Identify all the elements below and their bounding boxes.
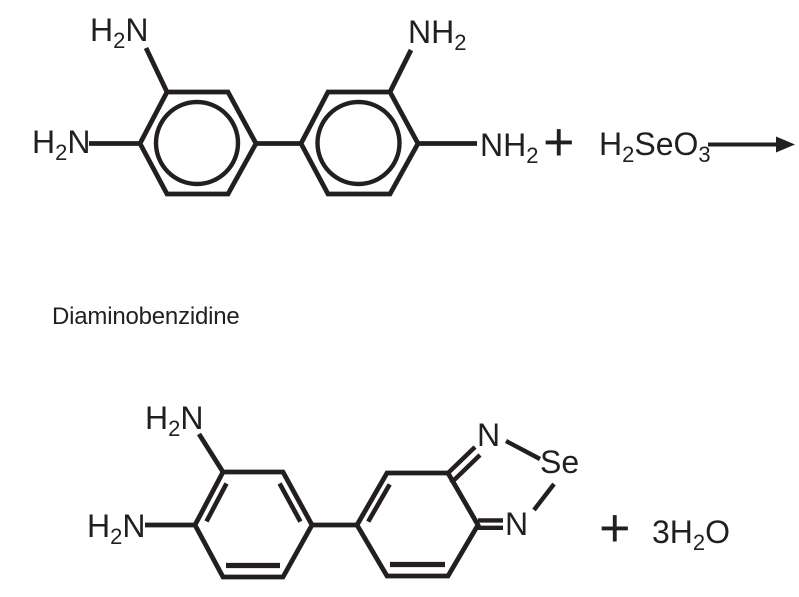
reactant-amine-label-top-right: NH2 xyxy=(408,14,467,55)
product-carbon-nitrogen-double-bond-top-a xyxy=(444,445,477,477)
product-fused-ring-double-bond-upper-left xyxy=(366,483,392,523)
reactant-name-label: Diaminobenzidine xyxy=(52,303,240,330)
product-amine-label-top: H2N xyxy=(145,400,204,441)
product-fused-benzene-ring xyxy=(354,470,481,579)
product-nitrogen-selenium-bond-top xyxy=(504,439,542,461)
reaction-arrow-head xyxy=(776,136,795,153)
product-ring-nitrogen-top-label: N xyxy=(477,417,501,453)
reactant-amine-bond-top-left xyxy=(143,46,170,94)
reactant-right-aromatic-circle xyxy=(315,99,402,187)
plus-sign-byproduct: + xyxy=(599,498,631,558)
product-ring-nitrogen-bottom-label: N xyxy=(505,506,529,542)
plus-sign-reagent: + xyxy=(543,112,575,172)
byproduct-formula: 3H2O xyxy=(652,514,731,555)
product-amine-label-left: H2N xyxy=(87,508,146,549)
reactant-amine-label-left: H2N xyxy=(32,124,91,165)
product-selenium-nitrogen-bond-bottom xyxy=(532,482,556,512)
product-left-ring-double-bond-upper-right xyxy=(277,482,303,523)
product-carbon-nitrogen-double-bond-top-b xyxy=(449,453,482,485)
reactant-amine-label-top-left: H2N xyxy=(90,12,149,53)
reagent-formula: H2SeO3 xyxy=(599,126,711,167)
reactant-amine-bond-top-right xyxy=(387,48,414,94)
product-left-ring-double-bond-upper-left xyxy=(204,482,229,523)
reactant-amine-label-right: NH2 xyxy=(480,127,539,168)
product-amine-bond-top xyxy=(196,432,226,474)
reactant-left-aromatic-circle xyxy=(153,99,241,187)
product-left-benzene-ring xyxy=(192,469,315,580)
product-ring-selenium-label: Se xyxy=(540,444,580,480)
